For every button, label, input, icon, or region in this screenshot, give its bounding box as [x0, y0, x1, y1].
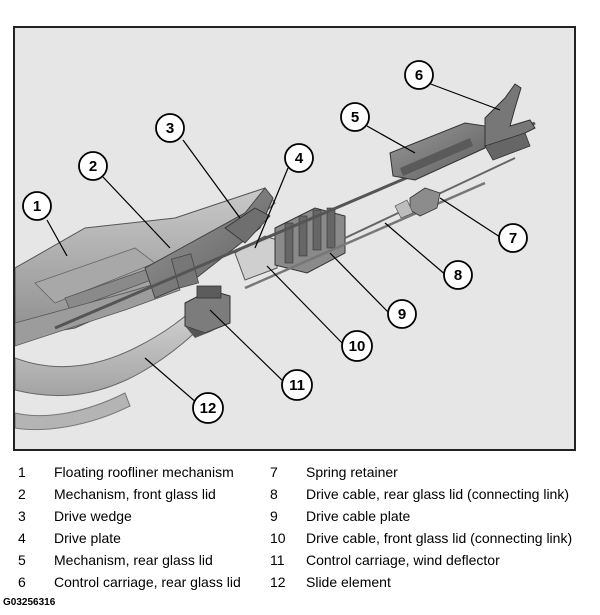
callout-9-number: 9 — [398, 306, 406, 323]
legend-label: Mechanism, front glass lid — [54, 486, 216, 502]
callout-5: 5 — [340, 102, 370, 132]
callout-10-number: 10 — [349, 338, 366, 355]
drive-wedge-shape — [224, 207, 271, 244]
legend-label: Drive cable plate — [306, 508, 411, 524]
legend-number: 11 — [270, 552, 285, 568]
legend-number: 5 — [18, 552, 26, 568]
legend-number: 1 — [18, 464, 26, 480]
rear-carriage-shape — [484, 83, 536, 147]
legend-number: 3 — [18, 508, 26, 524]
callout-5-number: 5 — [351, 109, 359, 126]
legend-label: Control carriage, wind deflector — [306, 552, 500, 568]
legend-number: 4 — [18, 530, 26, 546]
legend-number: 6 — [18, 574, 26, 590]
callout-1: 1 — [22, 191, 52, 221]
callout-12: 12 — [192, 392, 224, 424]
legend-label: Floating roofliner mechanism — [54, 464, 234, 480]
callout-10: 10 — [341, 330, 373, 362]
legend-label: Control carriage, rear glass lid — [54, 574, 241, 590]
callout-8: 8 — [443, 260, 473, 290]
legend-label: Slide element — [306, 574, 391, 590]
callout-2: 2 — [78, 151, 108, 181]
legend-label: Drive wedge — [54, 508, 132, 524]
legend: 1 Floating roofliner mechanism 2 Mechani… — [0, 462, 600, 592]
callout-3: 3 — [155, 113, 185, 143]
callout-1-number: 1 — [33, 198, 41, 215]
callout-6-number: 6 — [415, 67, 423, 84]
legend-number: 7 — [270, 464, 278, 480]
callout-7-number: 7 — [509, 230, 517, 247]
legend-number: 8 — [270, 486, 278, 502]
legend-label: Mechanism, rear glass lid — [54, 552, 213, 568]
callout-7: 7 — [498, 223, 528, 253]
callout-12-number: 12 — [200, 400, 217, 417]
diagram-frame: 1 2 3 4 5 6 7 8 9 10 11 12 — [13, 26, 576, 451]
legend-label: Spring retainer — [306, 464, 398, 480]
figure-code: G03256316 — [3, 597, 56, 608]
legend-label: Drive cable, rear glass lid (connecting … — [306, 486, 569, 502]
callout-4: 4 — [284, 143, 314, 173]
legend-label: Drive cable, front glass lid (connecting… — [306, 530, 573, 546]
callout-circles: 1 2 3 4 5 6 7 8 9 10 11 12 — [22, 60, 528, 424]
callout-6: 6 — [404, 60, 434, 90]
legend-label: Drive plate — [54, 530, 121, 546]
mechanism-illustration: 1 2 3 4 5 6 7 8 9 10 11 12 — [15, 60, 536, 431]
callout-3-number: 3 — [166, 120, 174, 137]
legend-number: 10 — [270, 530, 286, 546]
callout-2-number: 2 — [89, 158, 97, 175]
callout-11: 11 — [281, 369, 313, 401]
callout-9: 9 — [387, 299, 417, 329]
callout-11-number: 11 — [289, 377, 305, 394]
drive-cable-rear-shape — [244, 181, 486, 290]
legend-number: 12 — [270, 574, 286, 590]
callout-8-number: 8 — [454, 267, 462, 284]
callout-4-number: 4 — [295, 150, 304, 167]
legend-number: 9 — [270, 508, 278, 524]
spring-retainer-shape — [409, 187, 441, 217]
drive-cable-plate-shape — [274, 207, 346, 274]
legend-number: 2 — [18, 486, 26, 502]
